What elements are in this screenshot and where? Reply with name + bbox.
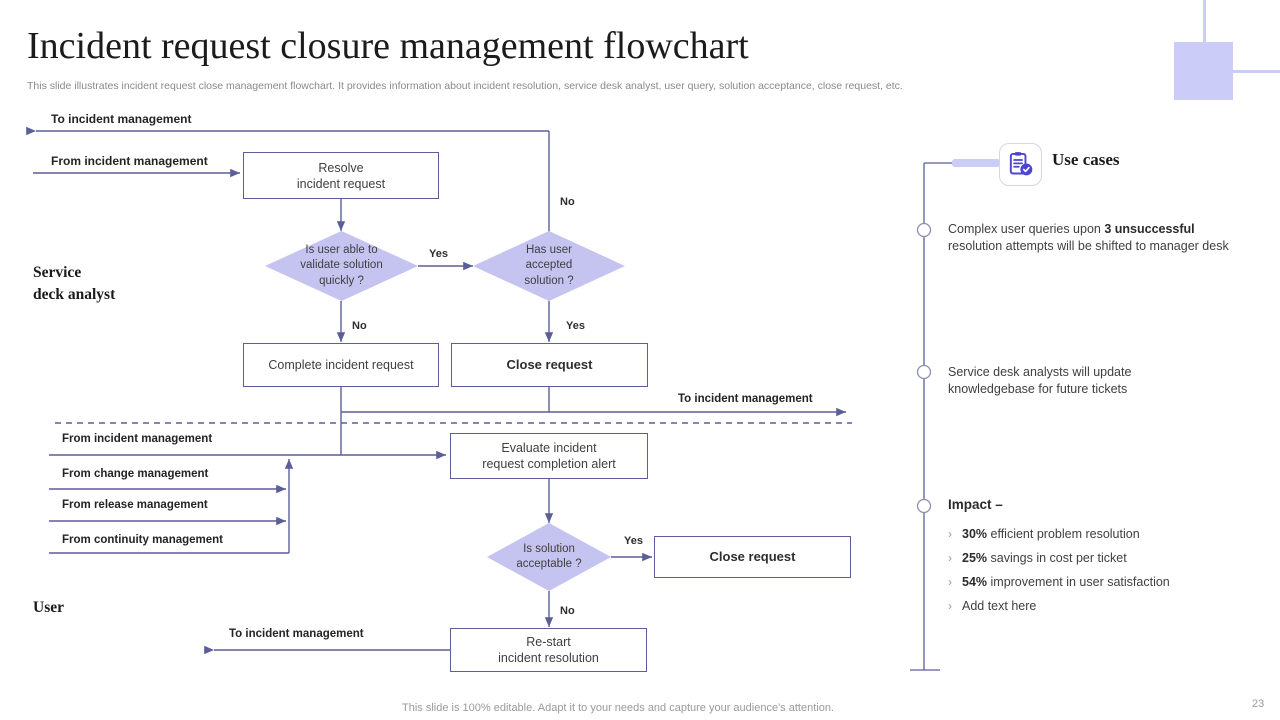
flow-node-restart-incident-resolution[interactable]: Re-start incident resolution [450, 628, 647, 672]
flow-node-close-request-top[interactable]: Close request [451, 343, 648, 387]
use-case-item-1-bold: 3 unsuccessful [1104, 222, 1195, 236]
flow-node-resolve-line1: Resolve [318, 160, 364, 175]
edge-label-validate-yes: Yes [429, 248, 448, 260]
diamond-acceptable-line1: Is solution [523, 542, 575, 555]
flow-node-evaluate-line1: Evaluate incident [501, 441, 597, 455]
diamond-validate-line3: quickly ? [319, 274, 364, 287]
sidebar-rail [910, 159, 1000, 671]
io-label-from-continuity-management: From continuity management [62, 534, 224, 546]
impact-title: Impact – [948, 497, 1003, 512]
flow-node-is-solution-acceptable[interactable]: Is solution acceptable ? [487, 523, 611, 591]
sidebar-title-use-cases: Use cases [1052, 150, 1120, 169]
flow-node-resolve-incident-request[interactable]: Resolve incident request [243, 152, 439, 199]
chevron-right-icon: › [948, 575, 952, 589]
impact-bullet-1: › 30% efficient problem resolution [948, 525, 1248, 544]
impact-bullet-2-value: 25% [962, 551, 988, 565]
diamond-shape-accepted [473, 231, 625, 301]
impact-bullet-2-text: savings in cost per ticket [987, 551, 1127, 565]
page-number: 23 [1252, 698, 1265, 710]
edge-label-acceptable-no: No [560, 605, 575, 617]
io-label-to-incident-management-bottom: To incident management [229, 628, 364, 640]
diamond-accepted-line2: accepted [525, 259, 573, 272]
io-label-to-incident-management-mid: To incident management [678, 393, 813, 405]
io-label-from-change-management: From change management [62, 468, 209, 480]
flow-node-resolve-line2: incident request [296, 176, 386, 191]
diamond-acceptable-line2: acceptable ? [516, 558, 582, 570]
clipboard-check-glyph [1009, 152, 1033, 176]
diamond-accepted-line3: solution ? [524, 274, 574, 287]
flowchart-connectors [26, 126, 852, 655]
flow-node-is-user-able-to-validate-solution[interactable]: Is user able to validate solution quickl… [265, 231, 418, 301]
decorative-square [1174, 42, 1233, 100]
use-case-item-1: Complex user queries upon 3 unsuccessful… [948, 221, 1240, 255]
clipboard-check-icon [999, 143, 1042, 186]
use-case-item-1-suffix: resolution attempts will be shifted to m… [948, 239, 1229, 253]
flow-node-complete-incident-request[interactable]: Complete incident request [243, 343, 439, 387]
flow-node-evaluate-line2: request completion alert [482, 457, 616, 471]
decorative-horizontal-line [1233, 70, 1280, 73]
flow-node-has-user-accepted-solution[interactable]: Has user accepted solution ? [473, 231, 625, 301]
edge-label-accepted-no: No [560, 196, 575, 208]
diamond-accepted-line1: Has user [525, 243, 572, 256]
edge-label-accepted-yes: Yes [566, 320, 585, 332]
impact-bullet-3: › 54% improvement in user satisfaction [948, 573, 1248, 592]
chevron-right-icon: › [948, 551, 952, 565]
use-case-item-2-text: Service desk analysts will update knowle… [948, 365, 1132, 396]
page-subtitle: This slide illustrates incident request … [27, 80, 903, 92]
use-case-item-1-prefix: Complex user queries upon [948, 222, 1105, 236]
diamond-shape-validate [265, 231, 418, 301]
impact-bullet-3-value: 54% [962, 575, 988, 589]
chevron-right-icon: › [948, 527, 952, 541]
impact-bullet-4: › Add text here [948, 597, 1248, 616]
footer-note: This slide is 100% editable. Adapt it to… [402, 702, 834, 714]
flow-node-evaluate-incident-request-completion-alert[interactable]: Evaluate incident request completion ale… [450, 433, 648, 479]
lane-label-user: User [33, 599, 64, 616]
impact-bullet-3-text: improvement in user satisfaction [987, 575, 1170, 589]
flow-node-restart-line1: Re-start [526, 635, 571, 649]
io-label-from-release-management: From release management [62, 499, 208, 511]
edge-label-validate-no: No [352, 320, 367, 332]
decorative-vertical-line [1203, 0, 1206, 43]
page-title: Incident request closure management flow… [27, 25, 749, 67]
use-case-item-2: Service desk analysts will update knowle… [948, 364, 1208, 398]
impact-bullet-4-text: Add text here [962, 599, 1037, 613]
impact-bullet-1-value: 30% [962, 527, 988, 541]
io-label-to-incident-management-top: To incident management [51, 112, 192, 126]
impact-bullet-2: › 25% savings in cost per ticket [948, 549, 1248, 568]
io-label-from-incident-management: From incident management [62, 433, 213, 445]
diamond-validate-line1: Is user able to [305, 243, 378, 256]
diamond-validate-line2: validate solution [300, 259, 383, 272]
edge-label-acceptable-yes: Yes [624, 535, 643, 547]
chevron-right-icon: › [948, 599, 952, 613]
flow-node-close-request-bottom[interactable]: Close request [654, 536, 851, 578]
io-label-from-incident-management-top: From incident management [51, 154, 208, 168]
lane-label-service-desk-analyst: Service deck analyst [33, 264, 116, 303]
impact-bullet-1-text: efficient problem resolution [987, 527, 1140, 541]
flow-node-restart-line2: incident resolution [498, 651, 599, 665]
diamond-shape-acceptable [487, 523, 611, 591]
impact-bullet-list: › 30% efficient problem resolution › 25%… [948, 525, 1248, 621]
